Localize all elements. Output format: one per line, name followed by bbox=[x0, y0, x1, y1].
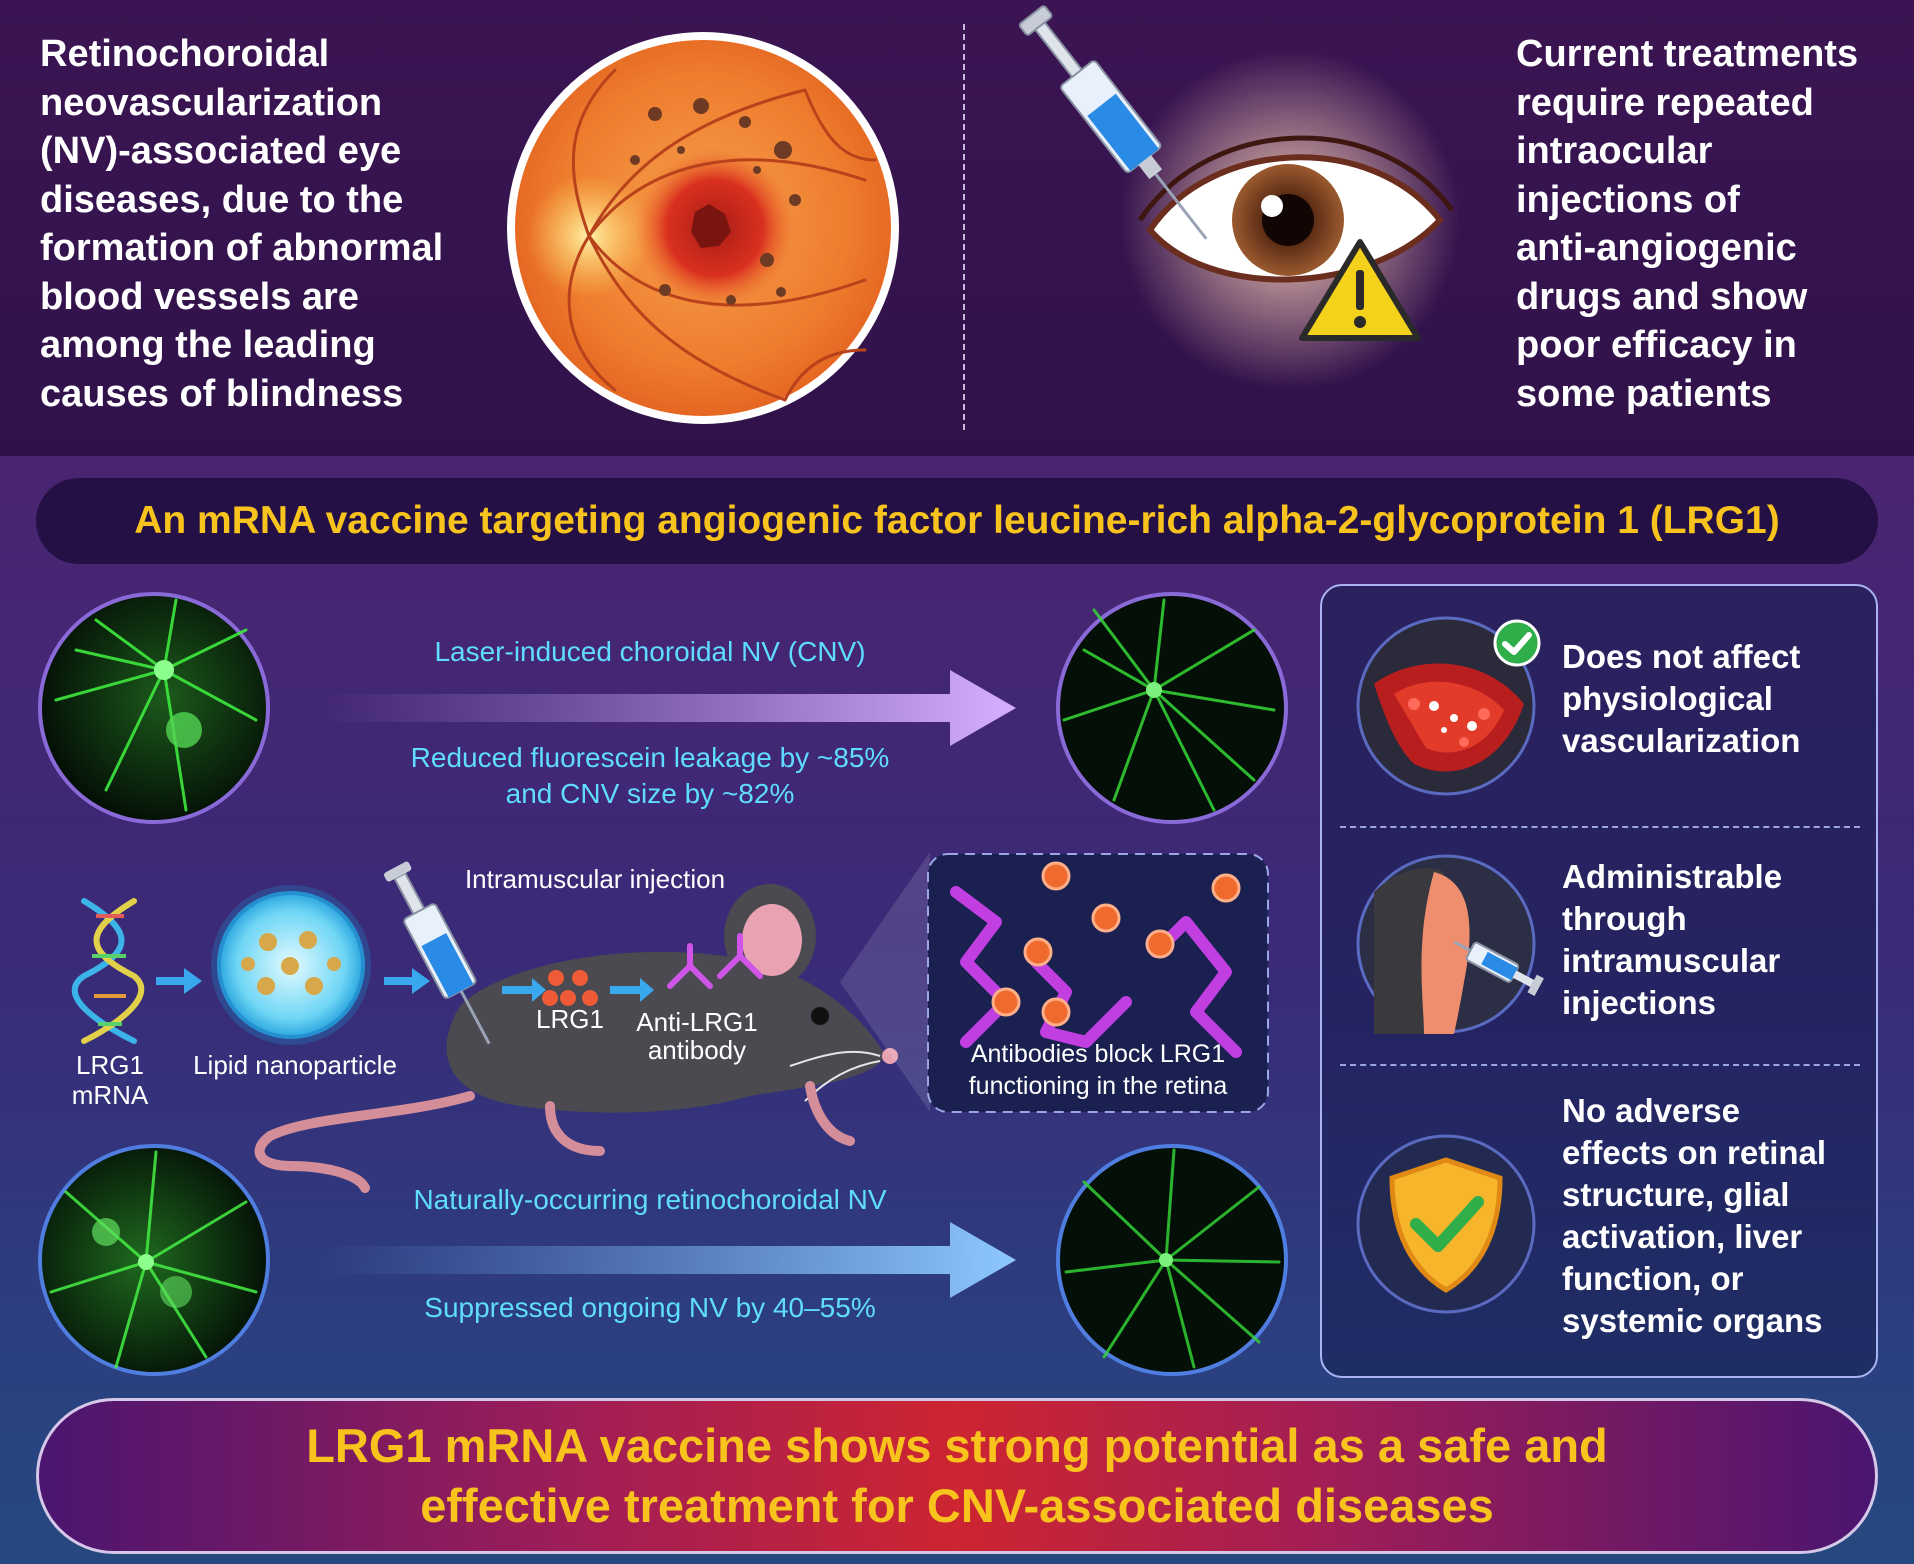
header-divider bbox=[963, 24, 965, 430]
intro-text: Retinochoroidal neovascularization (NV)-… bbox=[40, 30, 480, 418]
benefits-divider bbox=[1340, 1064, 1860, 1066]
treatment-line: some patients bbox=[1516, 372, 1772, 415]
benefit-line: physiological bbox=[1562, 680, 1773, 717]
treatment-line: require repeated bbox=[1516, 81, 1814, 124]
cnv-result-line: Reduced fluorescein leakage by ~85% bbox=[410, 742, 890, 773]
benefit-line: Administrable bbox=[1562, 858, 1783, 895]
antibody-block-label: Antibodies block LRG1 functioning in the… bbox=[930, 1038, 1266, 1102]
benefit-line: through bbox=[1562, 900, 1687, 937]
arm-injection-icon bbox=[1356, 854, 1544, 1034]
shield-check-icon bbox=[1356, 1134, 1536, 1314]
benefit-line: No adverse bbox=[1562, 1092, 1740, 1129]
warning-icon bbox=[1299, 239, 1421, 341]
natural-nv-after-image bbox=[1056, 1144, 1288, 1376]
benefit-line: structure, glial bbox=[1562, 1176, 1790, 1213]
treatment-line: drugs and show bbox=[1516, 275, 1808, 318]
intro-line: blood vessels are bbox=[40, 275, 359, 318]
treatment-line: intraocular bbox=[1516, 130, 1713, 172]
benefit-line: vascularization bbox=[1562, 722, 1801, 759]
lrg1-label: LRG1 bbox=[536, 1004, 604, 1034]
intramuscular-injection-label: Intramuscular injection bbox=[464, 864, 726, 894]
treatment-text: Current treatments require repeated intr… bbox=[1516, 30, 1906, 418]
conclusion-line: effective treatment for CNV-associated d… bbox=[420, 1479, 1494, 1532]
benefit-line: injections bbox=[1562, 984, 1717, 1021]
lipid-nanoparticle-icon bbox=[211, 885, 371, 1045]
zoom-cone bbox=[840, 852, 930, 1112]
benefits-divider bbox=[1340, 826, 1860, 828]
conclusion-line: LRG1 mRNA vaccine shows strong potential… bbox=[306, 1419, 1608, 1472]
intro-line: formation of abnormal bbox=[40, 227, 444, 269]
antibody-label-line: Anti-LRG1 bbox=[636, 1007, 758, 1037]
intro-line: diseases, due to the bbox=[40, 178, 404, 221]
benefit-text: No adverse effects on retinal structure,… bbox=[1562, 1090, 1826, 1342]
cnv-result-label: Reduced fluorescein leakage by ~85% and … bbox=[330, 740, 970, 812]
lipid-nanoparticle-label: Lipid nanoparticle bbox=[193, 1050, 397, 1080]
flow-arrow-icon bbox=[384, 968, 430, 994]
intro-line: neovascularization bbox=[40, 81, 383, 124]
natural-nv-model-label: Naturally-occurring retinochoroidal NV bbox=[413, 1184, 887, 1215]
vaccine-title: An mRNA vaccine targeting angiogenic fac… bbox=[36, 478, 1878, 564]
treatment-line: injections of bbox=[1516, 178, 1740, 221]
cnv-result-line: and CNV size by ~82% bbox=[505, 778, 795, 809]
intro-line: causes of blindness bbox=[40, 372, 404, 415]
antibody-label-line: antibody bbox=[647, 1035, 747, 1065]
intro-line: among the leading bbox=[40, 324, 376, 366]
anti-lrg1-antibody-label: Anti-LRG1 antibody bbox=[622, 1008, 772, 1064]
treatment-line: poor efficacy in bbox=[1516, 324, 1797, 366]
cnv-model-label: Laser-induced choroidal NV (CNV) bbox=[434, 636, 866, 667]
blood-vessel-icon bbox=[1356, 616, 1536, 796]
benefit-line: Does not affect bbox=[1562, 638, 1801, 675]
mrna-label-line: LRG1 bbox=[76, 1050, 144, 1080]
natural-nv-before-image bbox=[38, 1144, 270, 1376]
natural-nv-result-label: Suppressed ongoing NV by 40–55% bbox=[424, 1292, 876, 1323]
cnv-after-image bbox=[1056, 592, 1288, 824]
benefit-text: Does not affect physiological vasculariz… bbox=[1562, 636, 1800, 762]
treatment-line: Current treatments bbox=[1516, 33, 1859, 75]
flow-arrow-icon bbox=[156, 968, 202, 994]
natural-nv-arrow bbox=[320, 1222, 1016, 1298]
mrna-label: LRG1 mRNA bbox=[50, 1050, 170, 1110]
retina-fundus-icon bbox=[507, 32, 899, 424]
treatment-line: anti-angiogenic bbox=[1516, 227, 1797, 269]
mrna-label-line: mRNA bbox=[71, 1080, 149, 1110]
eye-injection-icon bbox=[1018, 5, 1460, 390]
cnv-before-image bbox=[38, 592, 270, 824]
mouse-icon bbox=[254, 861, 898, 1193]
intro-line: (NV)-associated eye bbox=[40, 130, 402, 172]
mrna-helix-icon bbox=[71, 898, 145, 1044]
benefit-line: intramuscular bbox=[1562, 942, 1781, 979]
antibody-block-panel bbox=[927, 853, 1269, 1113]
conclusion-banner: LRG1 mRNA vaccine shows strong potential… bbox=[36, 1398, 1878, 1554]
benefit-line: activation, liver bbox=[1562, 1218, 1803, 1255]
intro-line: Retinochoroidal bbox=[40, 33, 330, 75]
cnv-arrow bbox=[320, 670, 1016, 746]
block-label-line: Antibodies block LRG1 bbox=[970, 1040, 1226, 1068]
block-label-line: functioning in the retina bbox=[968, 1072, 1228, 1100]
top-band bbox=[0, 0, 1914, 456]
benefit-line: function, or bbox=[1562, 1260, 1744, 1297]
benefit-line: systemic organs bbox=[1562, 1302, 1823, 1339]
benefit-text: Administrable through intramuscular inje… bbox=[1562, 856, 1782, 1024]
check-badge-icon bbox=[1493, 619, 1541, 667]
benefit-line: effects on retinal bbox=[1562, 1134, 1827, 1171]
